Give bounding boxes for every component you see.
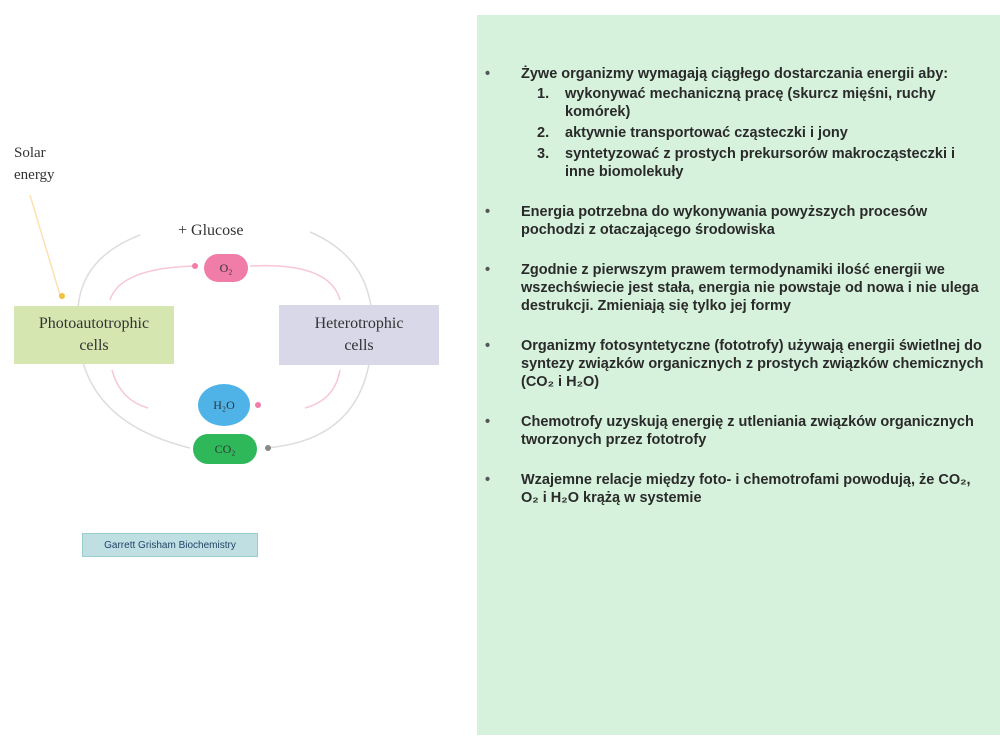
- numbered-item: 2. aktywnie transportować cząsteczki i jo…: [537, 124, 986, 142]
- bullet-item: Energia potrzebna do wykonywania powyższ…: [485, 203, 986, 239]
- bullet-list: Żywe organizmy wymagają ciągłego dostarc…: [477, 15, 1000, 507]
- item-text: wykonywać mechaniczną pracę (skurcz mięś…: [565, 86, 936, 120]
- numbered-list: 1. wykonywać mechaniczną pracę (skurcz mi…: [537, 85, 986, 181]
- bullet-item: Chemotrofy uzyskują energię z utleniania…: [485, 413, 986, 449]
- text-panel: Żywe organizmy wymagają ciągłego dostarc…: [477, 15, 1000, 735]
- numbered-item: 1. wykonywać mechaniczną pracę (skurcz mi…: [537, 85, 986, 121]
- bullet-item: Zgodnie z pierwszym prawem termodynamiki…: [485, 261, 986, 315]
- heterotrophic-cells-box: Heterotrophic cells: [279, 305, 439, 365]
- bullet-item: Wzajemne relacje między foto- i chemotro…: [485, 471, 986, 507]
- numbered-item: 3. syntetyzować z prostych prekursorów ma…: [537, 145, 986, 181]
- bullet-item: Żywe organizmy wymagają ciągłego dostarc…: [485, 65, 986, 181]
- item-number: 1.: [537, 86, 550, 102]
- item-number: 2.: [537, 125, 550, 141]
- glucose-label: + Glucose: [178, 222, 244, 239]
- bullet-item: Organizmy fotosyntetyczne (fototrofy) uż…: [485, 337, 986, 391]
- co2-molecule: CO₂: [193, 434, 257, 464]
- item-text: syntetyzować z prostych prekursorów makr…: [565, 146, 956, 180]
- solar-energy-label: Solar energy: [14, 145, 55, 183]
- bullet-text: Żywe organizmy wymagają ciągłego dostarc…: [521, 66, 949, 82]
- source-caption: Garrett Grisham Biochemistry: [82, 533, 258, 557]
- cycle-arrows: [29, 194, 373, 451]
- photoautotrophic-cells-box: Photoautotrophic cells: [14, 306, 174, 364]
- item-text: aktywnie transportować cząsteczki i jony: [565, 125, 848, 141]
- energy-cycle-diagram: Solar energy + Glucose Photoautotrophic …: [0, 0, 470, 750]
- o2-molecule: O₂: [204, 254, 248, 282]
- h2o-molecule: H₂O: [198, 384, 250, 426]
- item-number: 3.: [537, 146, 550, 162]
